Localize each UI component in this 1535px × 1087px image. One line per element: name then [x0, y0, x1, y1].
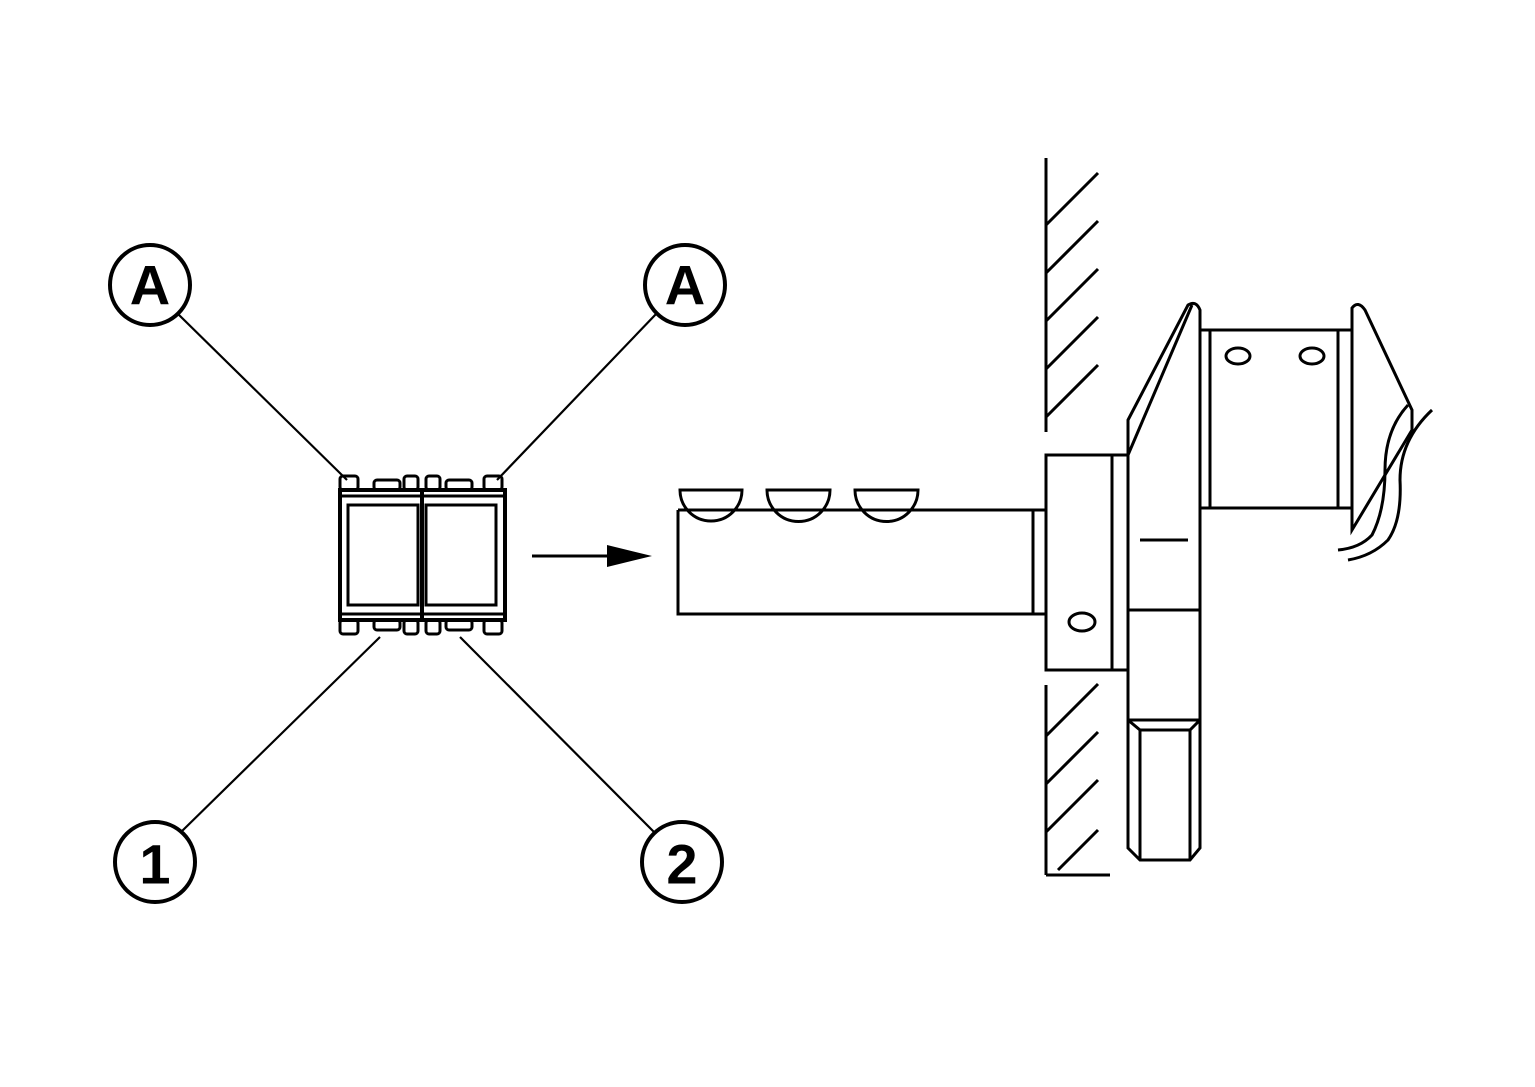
upper-shaft-hole-2 — [1298, 346, 1326, 366]
key-slot-1 — [678, 488, 744, 523]
cable-break — [1337, 403, 1434, 562]
callout-2: 2 — [640, 820, 724, 904]
callout-circle — [108, 243, 192, 327]
roller — [402, 618, 420, 636]
callout-label: A — [130, 254, 170, 317]
roller — [444, 618, 474, 632]
hatch-line — [1056, 828, 1100, 872]
roller — [338, 618, 360, 636]
callout-circle — [640, 820, 724, 904]
cable-line-1 — [1337, 403, 1410, 552]
hub-collar — [1044, 453, 1130, 672]
callout-1: 1 — [113, 820, 197, 904]
bearing-top-rollers — [338, 474, 505, 498]
leader-line-1 — [179, 636, 381, 834]
roller — [424, 474, 442, 492]
hatch-line — [1044, 778, 1100, 834]
leader-line-2 — [459, 636, 656, 834]
upper-shaft-hole-1 — [1224, 346, 1252, 366]
roller — [424, 618, 442, 636]
leader-line-a-left — [176, 312, 348, 481]
shaft-body — [676, 510, 1046, 616]
roller — [372, 478, 402, 492]
end-flange — [1350, 303, 1414, 536]
bearing-bottom-rollers — [338, 612, 505, 636]
callout-label: 2 — [666, 833, 697, 896]
wall-hatching — [1044, 171, 1100, 872]
install-direction-arrow — [532, 545, 652, 567]
callout-circle — [643, 243, 727, 327]
crank-upper — [1126, 301, 1202, 722]
hatch-line — [1044, 267, 1100, 323]
callout-label: A — [665, 254, 705, 317]
hatch-line — [1044, 315, 1100, 371]
crank-lower-hex — [1126, 716, 1202, 862]
crank-arm — [1126, 301, 1202, 862]
hatch-line — [1044, 219, 1100, 275]
casing-wall — [1044, 158, 1110, 877]
roller — [372, 618, 402, 632]
bearing-right-race — [424, 503, 498, 607]
hatch-line — [1044, 171, 1100, 227]
callout-label: 1 — [139, 833, 170, 896]
hatch-line — [1044, 363, 1100, 419]
leader-lines — [176, 312, 658, 834]
arrow-head — [607, 545, 652, 567]
collar-flange — [1110, 453, 1130, 672]
needle-bearing — [338, 474, 507, 636]
callout-a-top-left: A — [108, 243, 192, 327]
leader-line-a-right — [496, 312, 658, 481]
roller — [444, 478, 474, 492]
hatch-line — [1044, 682, 1100, 738]
callout-circle — [113, 820, 197, 904]
callout-a-top-right: A — [643, 243, 727, 327]
collar-body — [1044, 453, 1114, 672]
roller — [482, 618, 504, 636]
upper-shaft-body — [1198, 328, 1354, 510]
roller — [338, 474, 360, 492]
key-slot-2 — [765, 488, 832, 523]
output-shaft — [676, 488, 1046, 616]
collar-hole — [1067, 611, 1097, 633]
cable-line-2 — [1347, 408, 1434, 562]
bearing-left-race — [346, 503, 420, 607]
crank-bevel-line — [1126, 304, 1194, 456]
key-slot-3 — [853, 488, 920, 523]
hatch-line — [1044, 730, 1100, 786]
roller — [482, 474, 504, 492]
upper-shaft — [1198, 303, 1414, 536]
roller — [402, 474, 420, 492]
